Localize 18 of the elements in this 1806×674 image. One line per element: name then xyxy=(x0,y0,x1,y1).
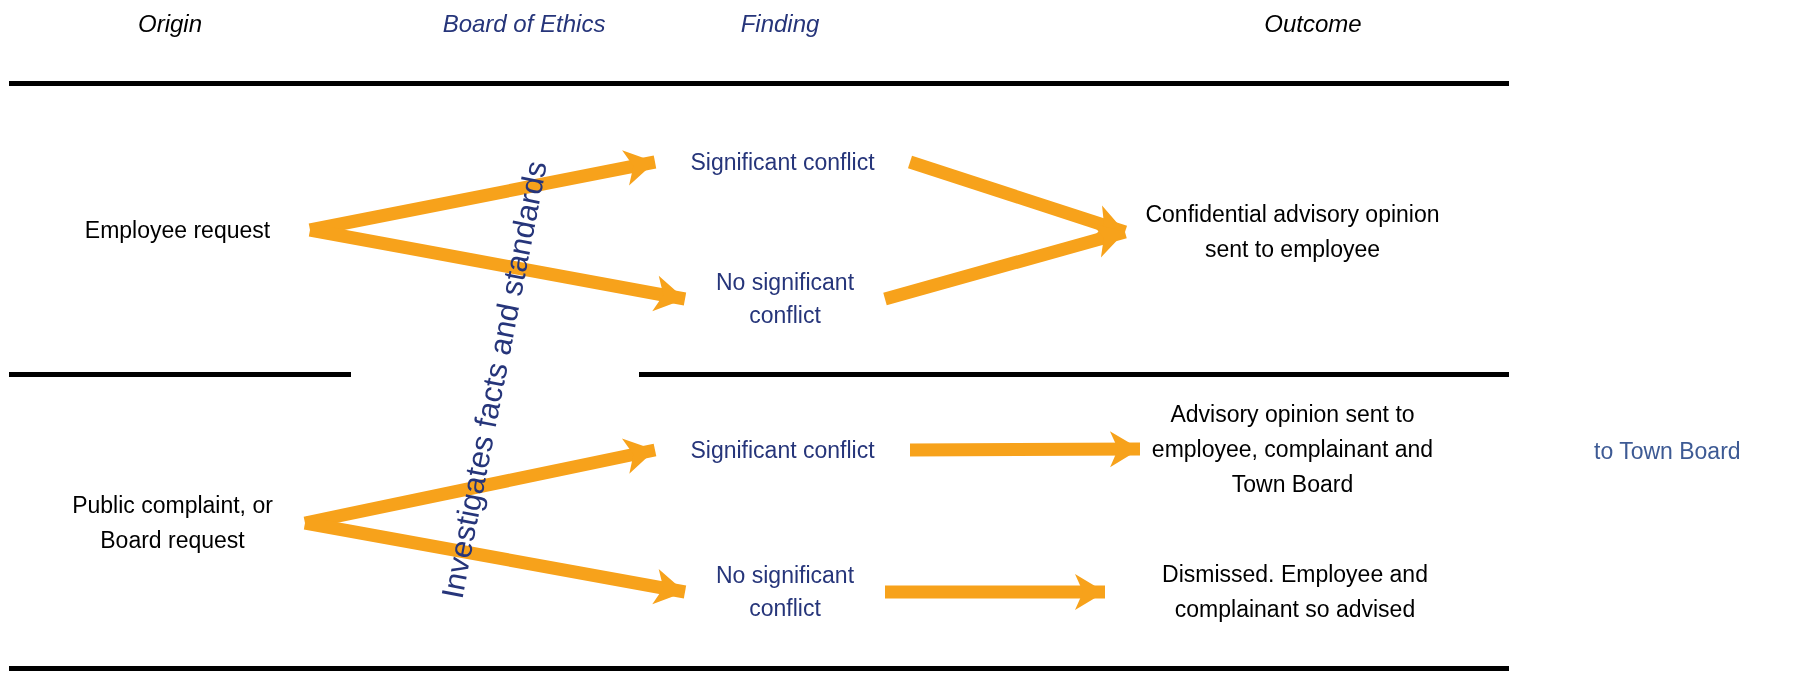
step-text: Dismissed. Employee and complainant so advised xyxy=(1161,560,1429,624)
step-text: Confidential advisory opinion sent to employee xyxy=(1144,200,1441,264)
column-header: Board of Ethics xyxy=(441,9,607,39)
arrow xyxy=(303,516,687,605)
rotated-annotation: Investigates facts and standards xyxy=(433,157,555,603)
finding-text: No significant conflict xyxy=(714,561,856,623)
step-text: Employee request xyxy=(84,215,271,245)
column-header: Origin xyxy=(137,9,203,39)
column-header: Outcome xyxy=(1263,9,1363,39)
finding-text: Significant conflict xyxy=(690,435,875,465)
finding-text: No significant conflict xyxy=(714,268,856,330)
arrow xyxy=(909,431,1141,468)
column-header: Finding xyxy=(739,9,821,39)
side-note: to Town Board xyxy=(1594,437,1741,466)
step-text: Advisory opinion sent to employee, complainant and Town Board xyxy=(1150,399,1435,499)
step-text: Public complaint, or Board request xyxy=(71,491,274,555)
finding-text: Significant conflict xyxy=(690,147,875,177)
arrow xyxy=(885,574,1105,610)
